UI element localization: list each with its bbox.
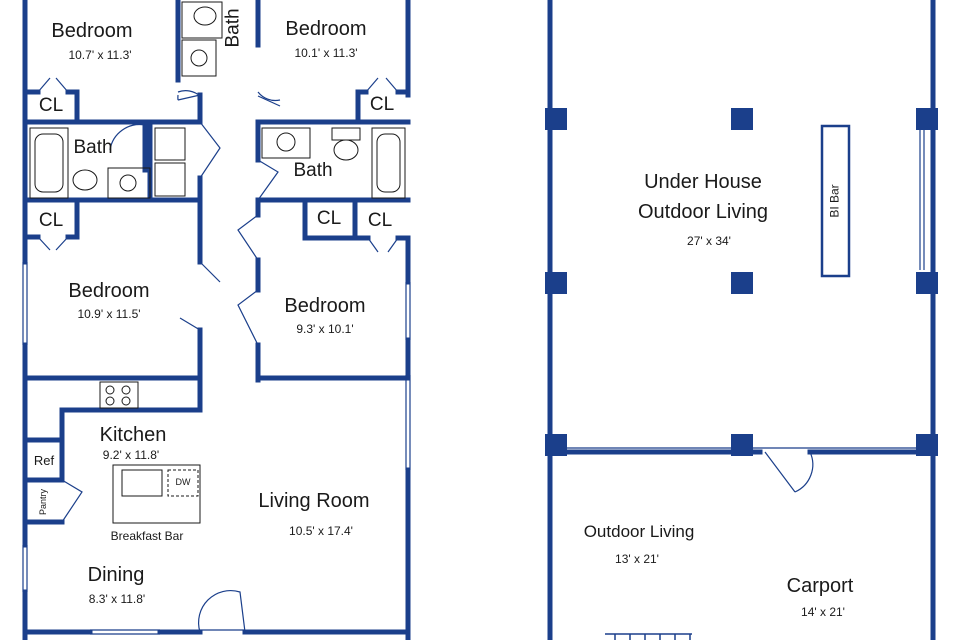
room-dims-outdoor-living: 13' x 21' — [615, 552, 659, 566]
room-name-bedroom-ne: Bedroom — [285, 18, 367, 40]
label-pantry: Pantry — [38, 488, 49, 516]
room-dims-under-house: 27' x 34' — [687, 234, 731, 248]
bi-bar-counter — [820, 124, 851, 278]
house-walls — [22, 0, 411, 640]
label-cl-4: CL — [316, 208, 342, 229]
room-name-dining: Dining — [87, 564, 145, 586]
label-ref: Ref — [33, 453, 55, 468]
door-swings — [37, 77, 399, 633]
stairs — [605, 633, 692, 640]
label-cl-1: CL — [38, 95, 64, 116]
room-dims-carport: 14' x 21' — [801, 605, 845, 619]
room-dims-living: 10.5' x 17.4' — [289, 524, 353, 538]
under-house-line2: Outdoor Living — [637, 201, 769, 223]
label-breakfast-bar: Breakfast Bar — [110, 529, 184, 543]
room-dims-bedroom-w: 10.9' x 11.5' — [77, 307, 141, 321]
under-house-walls — [547, 0, 936, 640]
label-bath-right: Bath — [293, 160, 333, 181]
room-dims-kitchen: 9.2' x 11.8' — [102, 448, 160, 462]
piers — [545, 108, 938, 456]
room-dims-bedroom-ne: 10.1' x 11.3' — [294, 46, 358, 60]
room-name-outdoor-living: Outdoor Living — [583, 522, 695, 541]
label-bath-left: Bath — [73, 137, 113, 158]
room-name-bedroom-e: Bedroom — [284, 295, 366, 317]
room-name-under-house: Under House Outdoor Living — [638, 167, 768, 227]
room-name-bedroom-nw: Bedroom — [51, 20, 133, 42]
room-dims-bedroom-nw: 10.7' x 11.3' — [68, 48, 132, 62]
room-dims-dining: 8.3' x 11.8' — [88, 592, 146, 606]
label-cl-2: CL — [369, 94, 395, 115]
label-bath-top: Bath — [222, 8, 244, 48]
label-bi-bar: BI Bar — [827, 184, 842, 218]
fixtures — [29, 1, 406, 524]
room-dims-bedroom-e: 9.3' x 10.1' — [296, 322, 354, 336]
room-name-carport: Carport — [786, 575, 854, 597]
label-cl-3: CL — [38, 210, 64, 231]
label-dw: DW — [175, 477, 191, 487]
windows — [22, 262, 411, 635]
room-name-kitchen: Kitchen — [99, 424, 167, 446]
under-house-line1: Under House — [644, 171, 762, 193]
label-cl-5: CL — [367, 210, 393, 231]
room-name-bedroom-w: Bedroom — [68, 280, 150, 302]
room-name-living: Living Room — [258, 490, 370, 512]
